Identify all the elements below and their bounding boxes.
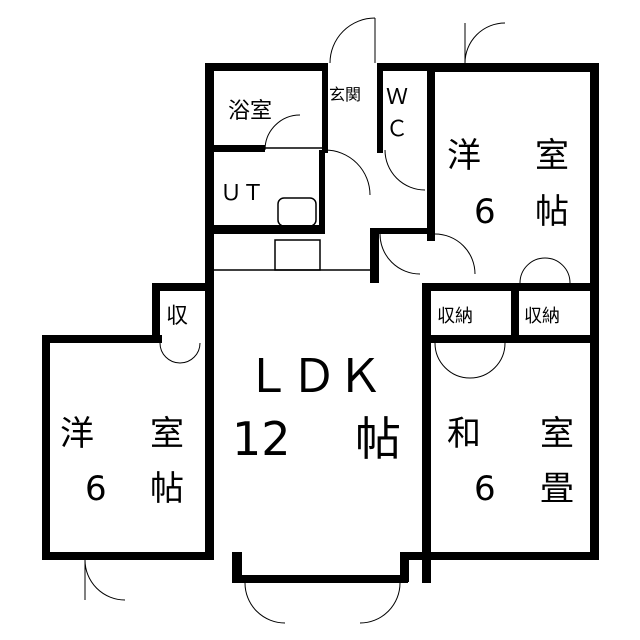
- ldk-bottom-door-l-arc: [244, 582, 286, 624]
- ne-door-arc: [434, 233, 476, 275]
- wall-bump-right: [400, 552, 409, 582]
- ne-room-name-a: 洋: [447, 136, 481, 176]
- fixtures: [80, 147, 590, 579]
- bath-label: 浴室: [228, 99, 272, 124]
- jp-room-name-a: 和: [447, 414, 481, 454]
- wall-hall-top: [370, 228, 430, 234]
- wall-bump-left: [232, 552, 242, 582]
- jp-room-size-num: 6: [474, 469, 496, 509]
- entrance-label: 玄関: [329, 85, 361, 104]
- closet-a-doors-arc: [434, 342, 506, 379]
- ut-door-arc: [324, 149, 371, 196]
- wall-top-wc: [377, 63, 432, 71]
- wall-ut-right: [319, 150, 325, 234]
- doors: [84, 17, 571, 624]
- wall-right: [590, 63, 599, 560]
- wall-top-bath: [205, 63, 322, 71]
- walls: [42, 63, 599, 583]
- ldk-size-num: 12: [232, 412, 291, 466]
- ne-room-name-b: 室: [535, 136, 569, 176]
- room-labels: 浴室 玄関 Ｗ Ｃ ＵＴ 洋 室 6 帖 収 収納 収納 ＬＤＫ 12 帖 洋 …: [60, 85, 574, 509]
- wall-wc-left: [377, 63, 383, 153]
- wc-label-b: Ｃ: [386, 117, 408, 142]
- ldk-size-unit: 帖: [355, 412, 401, 466]
- wall-bath-bottom: [205, 145, 265, 152]
- jp-room-name-b: 室: [540, 414, 574, 454]
- w-bottom-door-arc: [84, 559, 126, 601]
- w-room-name-a: 洋: [60, 414, 94, 454]
- ne-room-size-num: 6: [474, 192, 496, 232]
- ut-label: ＵＴ: [220, 181, 264, 206]
- w-room-size-num: 6: [85, 469, 107, 509]
- wall-w-top: [42, 335, 162, 343]
- wall-ne-left: [427, 63, 435, 241]
- washbasin: [277, 197, 317, 227]
- wall-top-ne: [427, 63, 599, 72]
- w-room-name-b: 室: [150, 414, 184, 454]
- ldk-bottom-door-r-arc: [359, 582, 401, 624]
- wall-ut-bottom: [205, 225, 323, 234]
- storage-w-label: 収: [166, 304, 188, 329]
- wall-hall: [370, 228, 379, 283]
- storage-w-doors-arc: [159, 342, 201, 364]
- ldk-name: ＬＤＫ: [245, 349, 383, 403]
- closet-doors-arc: [519, 257, 571, 284]
- wall-storage-w-top: [152, 283, 214, 291]
- wall-closet-divider: [511, 283, 519, 343]
- kitchen-sink: [274, 239, 321, 271]
- wall-w-left: [42, 335, 50, 560]
- ne-room-size-unit: 帖: [535, 192, 569, 232]
- wc-label-a: Ｗ: [386, 85, 408, 110]
- jp-room-size-unit: 畳: [540, 469, 574, 509]
- wc-door-arc: [384, 149, 426, 191]
- closet-a-label: 収納: [437, 306, 473, 327]
- w-room-size-unit: 帖: [150, 469, 184, 509]
- wall-left-core: [205, 63, 214, 333]
- hall-door-arc: [379, 233, 421, 275]
- wall-bump-bottom: [232, 575, 408, 583]
- entrance-door-arc: [329, 17, 376, 64]
- wall-entrance-left: [322, 63, 328, 153]
- closet-b-label: 収納: [524, 306, 560, 327]
- bath-door-arc: [264, 114, 301, 151]
- wall-w-right: [205, 333, 214, 560]
- wall-storage-w-left: [152, 283, 160, 343]
- ne-top-door-arc: [464, 22, 506, 64]
